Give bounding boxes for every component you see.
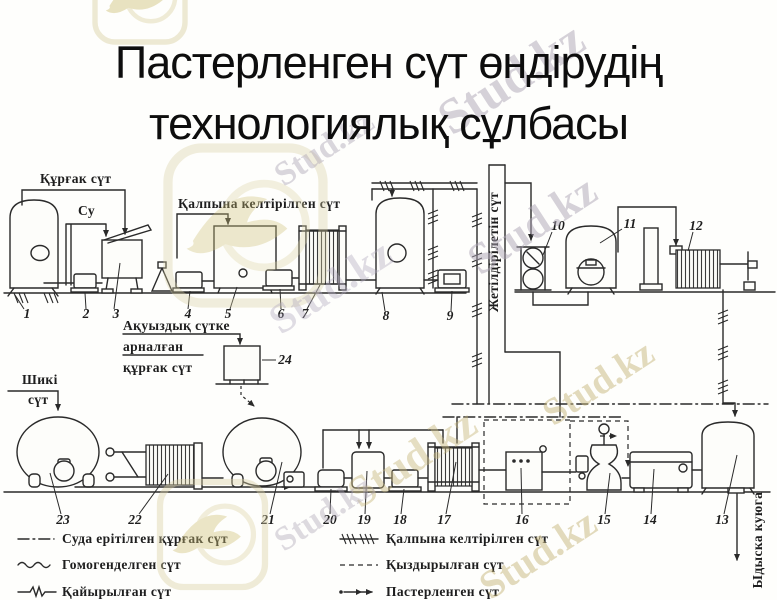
equipment-number: 14 — [643, 512, 657, 527]
equipment-number: 8 — [383, 308, 390, 323]
equipment-number: 17 — [437, 512, 452, 527]
equipment-number: 5 — [225, 306, 232, 321]
number-leaders-bottom — [49, 454, 738, 515]
equipment-number: 20 — [322, 512, 337, 527]
equipment-number: 10 — [551, 218, 565, 233]
pipe-maturing-milk-channel — [488, 164, 561, 418]
equipment-16-control-panel — [505, 445, 577, 491]
equipment-number: 19 — [357, 512, 371, 527]
equipment-number: 23 — [55, 512, 70, 527]
equipment-number: 24 — [277, 352, 292, 367]
equipment-6-pump — [262, 269, 300, 291]
label-raw-milk-2: сүт — [28, 392, 49, 407]
legend-swatch-zigzag — [17, 584, 57, 599]
equipment-numbers-bottom: 23 22 21 20 19 18 17 16 15 14 13 — [55, 512, 729, 527]
equipment-number: 18 — [393, 512, 407, 527]
equipment-number: 12 — [689, 218, 703, 233]
label-protein-milk-2: арналған — [123, 339, 183, 354]
legend-right-column: Қалпына келтірілген сүт Қыздырылған сүт … — [339, 531, 548, 599]
equipment-number: 6 — [278, 306, 285, 321]
equipment-15-separator — [570, 420, 631, 491]
equipment-2-pump — [70, 273, 103, 293]
equipment-number: 7 — [302, 306, 310, 321]
pipe-to-homogenizer — [617, 206, 679, 291]
label-protein-milk-1: Ақуыздық сүтке — [123, 318, 230, 333]
page-title: Пастерленген сүт өндірудің технологиялық… — [0, 30, 777, 154]
heated-milk-dashed-zone — [483, 419, 571, 505]
legend-swatch-wavy — [17, 561, 51, 569]
equipment-number: 4 — [184, 306, 192, 321]
equipment-22-plate-cooler — [105, 442, 224, 490]
equipment-12-homogenizer — [669, 245, 758, 404]
studkz-watermark: Stud.kz — [471, 499, 605, 600]
pipe-hatched-feed — [371, 180, 483, 405]
label-dry-milk: Құрғак сүт — [40, 171, 111, 186]
equipment-number: 1 — [24, 306, 31, 321]
equipment-24-dry-milk-hopper: 24 — [215, 345, 292, 407]
label-raw-milk-1: Шикі — [22, 372, 58, 387]
equipment-numbers-top: 1 2 3 4 5 6 7 8 9 10 11 12 — [24, 216, 703, 323]
number-leaders-top — [14, 228, 694, 312]
equipment-19-balance-tank — [351, 429, 393, 489]
equipment-10-filter-unit — [514, 246, 589, 306]
equipment-3-mixing-vat — [101, 224, 153, 294]
legend-label: Қайырылған сүт — [62, 584, 172, 599]
equipment-4-pump — [172, 271, 215, 293]
equipment-17-plate-pasteurizer — [322, 416, 507, 492]
equipment-11-dome-tank — [565, 225, 617, 295]
legend-label: Қалпына келтірілген сүт — [386, 531, 548, 546]
legend-swatch-hatched — [339, 533, 379, 545]
legend-label: Гомогенделген сүт — [62, 557, 181, 572]
pipe-manifolds — [442, 402, 769, 417]
studkz-watermark: Stud.kz — [535, 332, 662, 435]
raw-milk-feed: Шикі сүт — [7, 372, 61, 411]
top-row-ground — [3, 291, 776, 304]
equipment-number: 15 — [597, 512, 611, 527]
equipment-number: 2 — [82, 306, 90, 321]
protein-milk-feed: Ақуыздық сүтке арналған құрғак сүт — [122, 318, 243, 375]
equipment-8-storage-tank — [375, 197, 439, 295]
label-protein-milk-3: құрғак сүт — [123, 360, 192, 375]
equipment-number: 3 — [112, 306, 120, 321]
equipment-14-cooling-machine — [629, 451, 703, 493]
label-water: Су — [78, 203, 95, 218]
label-to-filling: Ыдыска куюга — [750, 492, 765, 589]
equipment-23-raw-milk-tank — [16, 416, 319, 490]
legend-label: Пастерленген сүт — [386, 584, 499, 599]
equipment-number: 13 — [715, 512, 729, 527]
title-line-1: Пастерленген сүт өндірудің — [114, 37, 663, 89]
title-line-2: технологиялық сұлбасы — [149, 98, 629, 150]
equipment-9-pump — [434, 269, 470, 293]
equipment-13-storage-tank — [701, 421, 755, 561]
equipment-18-pump — [388, 469, 429, 492]
equipment-number: 11 — [624, 216, 637, 231]
legend-swatch-arrow — [339, 589, 373, 595]
equipment-21-milk-tank — [222, 417, 305, 488]
label-maturing-milk: Жетілдірілетін сүт — [486, 192, 501, 312]
equipment-number: 22 — [127, 512, 142, 527]
legend-label: Қыздырылған сүт — [386, 557, 504, 572]
equipment-1-storage-tank — [7, 199, 75, 297]
pipe-dry-milk — [21, 189, 128, 286]
equipment-number: 16 — [515, 512, 529, 527]
equipment-number: 9 — [447, 308, 454, 323]
